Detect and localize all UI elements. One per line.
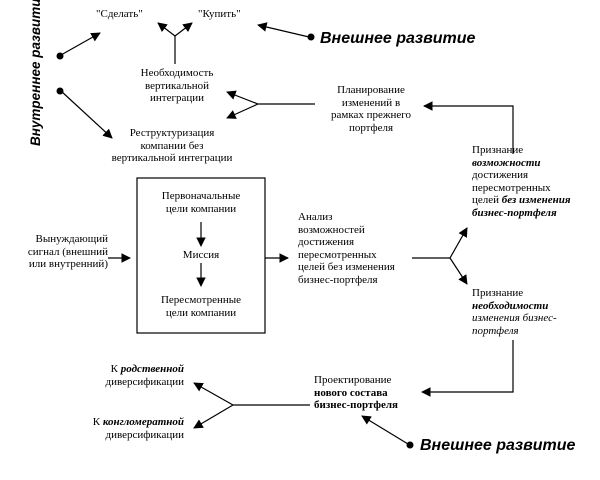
forcing-signal-node: Вынуждающий сигнал (внешний или внутренн…: [2, 233, 108, 271]
conglomerate-line-1: К конгломератной: [44, 416, 184, 429]
vertical-integration-line-3: интеграции: [149, 92, 205, 104]
arrow-to-related: [193, 382, 234, 406]
vertical-integration-line-2: вертикальной: [145, 79, 209, 92]
related-emphasis: родственной: [120, 363, 184, 375]
signal-line-1: Вынуждающий: [35, 233, 108, 245]
node-dot-external-top: [307, 33, 315, 41]
buy-label: "Купить": [198, 8, 241, 20]
initial-goals-line-1: Первоначальные: [161, 190, 241, 202]
restructuring-line-2: компании без: [140, 139, 204, 152]
arrow-to-necessity: [449, 257, 468, 285]
arrow-to-make: [157, 22, 176, 37]
restructuring-node: Реструктуризация компании без вертикальн…: [111, 127, 233, 165]
arrow-internal-to-make: [60, 32, 101, 56]
conglomerate-line-2: диверсификации: [105, 428, 185, 441]
vertical-integration-node: Необходимость вертикальной интеграции: [122, 67, 232, 105]
node-dot-internal-top: [56, 52, 64, 60]
design-line-1: Проектирование: [314, 374, 392, 386]
conglomerate-emphasis: конгломератной: [102, 416, 184, 428]
analysis-line-1: Анализ: [298, 211, 333, 223]
revised-goals-line-2: цели компании: [165, 306, 237, 319]
related-diversification-node: К родственной диверсификации: [44, 363, 185, 388]
analysis-line-5: целей без изменения: [298, 261, 395, 273]
planning-node: Планирование изменений в рамках прежнего…: [316, 84, 426, 134]
necessity-line-2: необходимости: [472, 299, 549, 312]
possibility-line-6: бизнес-портфеля: [472, 206, 557, 219]
related-line-2: диверсификации: [105, 375, 185, 388]
possibility-line-4: пересмотренных: [472, 181, 551, 194]
vertical-integration-line-1: Необходимость: [140, 67, 214, 79]
analysis-line-4: пересмотренных: [298, 248, 377, 261]
planning-line-3: рамках прежнего: [330, 109, 412, 121]
external-development-top: Внешнее развитие: [320, 30, 476, 47]
possibility-line-3: достижения: [472, 169, 529, 181]
possibility-line-5-emphasis: без изменения: [501, 194, 571, 206]
recognition-necessity-node: Признание необходимости изменения бизнес…: [472, 287, 597, 337]
conglomerate-prefix: К: [92, 416, 103, 428]
possibility-line-2: возможности: [472, 156, 541, 169]
analysis-line-2: возможностей: [298, 223, 365, 236]
necessity-line-3: изменения бизнес-: [472, 312, 557, 324]
possibility-line-5-plain: целей: [472, 194, 502, 206]
analysis-node: Анализ возможностей достижения пересмотр…: [298, 211, 413, 286]
arrow-to-buy: [174, 22, 193, 37]
design-portfolio-node: Проектирование нового состава бизнес-пор…: [314, 374, 424, 412]
external-development-bottom: Внешнее развитие: [420, 437, 576, 454]
related-line-1: К родственной: [44, 363, 184, 376]
restructuring-line-1: Реструктуризация: [129, 127, 215, 139]
possibility-line-1: Признание: [472, 144, 524, 156]
node-dot-internal-bottom: [56, 87, 64, 95]
goals-box: [136, 177, 266, 334]
recognition-possibility-node: Признание возможности достижения пересмо…: [472, 144, 597, 219]
arrow-to-possibility: [449, 227, 468, 259]
arrow-external-to-buy: [257, 22, 310, 38]
mission-node: Миссия: [182, 249, 220, 261]
arrow-possibility-to-planning: [423, 101, 514, 154]
related-prefix: К: [110, 363, 121, 375]
planning-line-1: Планирование: [337, 84, 405, 96]
arrow-necessity-to-design: [421, 340, 514, 397]
design-line-3: бизнес-портфеля: [314, 399, 398, 411]
signal-line-3: или внутренний): [28, 258, 108, 270]
arrow-to-restructuring: [226, 103, 259, 119]
design-line-2: нового состава: [314, 386, 388, 399]
arrow-internal-to-restructuring: [60, 90, 113, 139]
analysis-line-6: бизнес-портфеля: [298, 273, 378, 286]
revised-goals-line-1: Пересмотренные: [160, 294, 242, 306]
planning-line-2: изменений в: [341, 96, 401, 109]
analysis-line-3: достижения: [298, 236, 355, 248]
initial-goals-line-2: цели компании: [165, 202, 237, 215]
restructuring-line-3: вертикальной интеграции: [111, 152, 233, 164]
possibility-line-5: целей без изменения: [472, 194, 597, 207]
planning-line-4: портфеля: [348, 121, 394, 134]
revised-goals-node: Пересмотренные цели компании: [140, 294, 262, 319]
make-label: "Сделать": [96, 8, 143, 20]
initial-goals-node: Первоначальные цели компании: [140, 190, 262, 215]
arrow-external-to-design: [361, 415, 409, 445]
necessity-line-1: Признание: [472, 287, 524, 299]
node-dot-external-bottom: [406, 441, 414, 449]
internal-development-label: Внутреннее развитие: [28, 0, 43, 146]
necessity-line-4: портфеля: [472, 324, 519, 337]
signal-line-2: сигнал (внешний: [27, 245, 108, 258]
arrow-to-conglomerate: [193, 404, 234, 429]
arrow-to-vertical-integration: [226, 90, 259, 105]
conglomerate-diversification-node: К конгломератной диверсификации: [44, 416, 184, 441]
